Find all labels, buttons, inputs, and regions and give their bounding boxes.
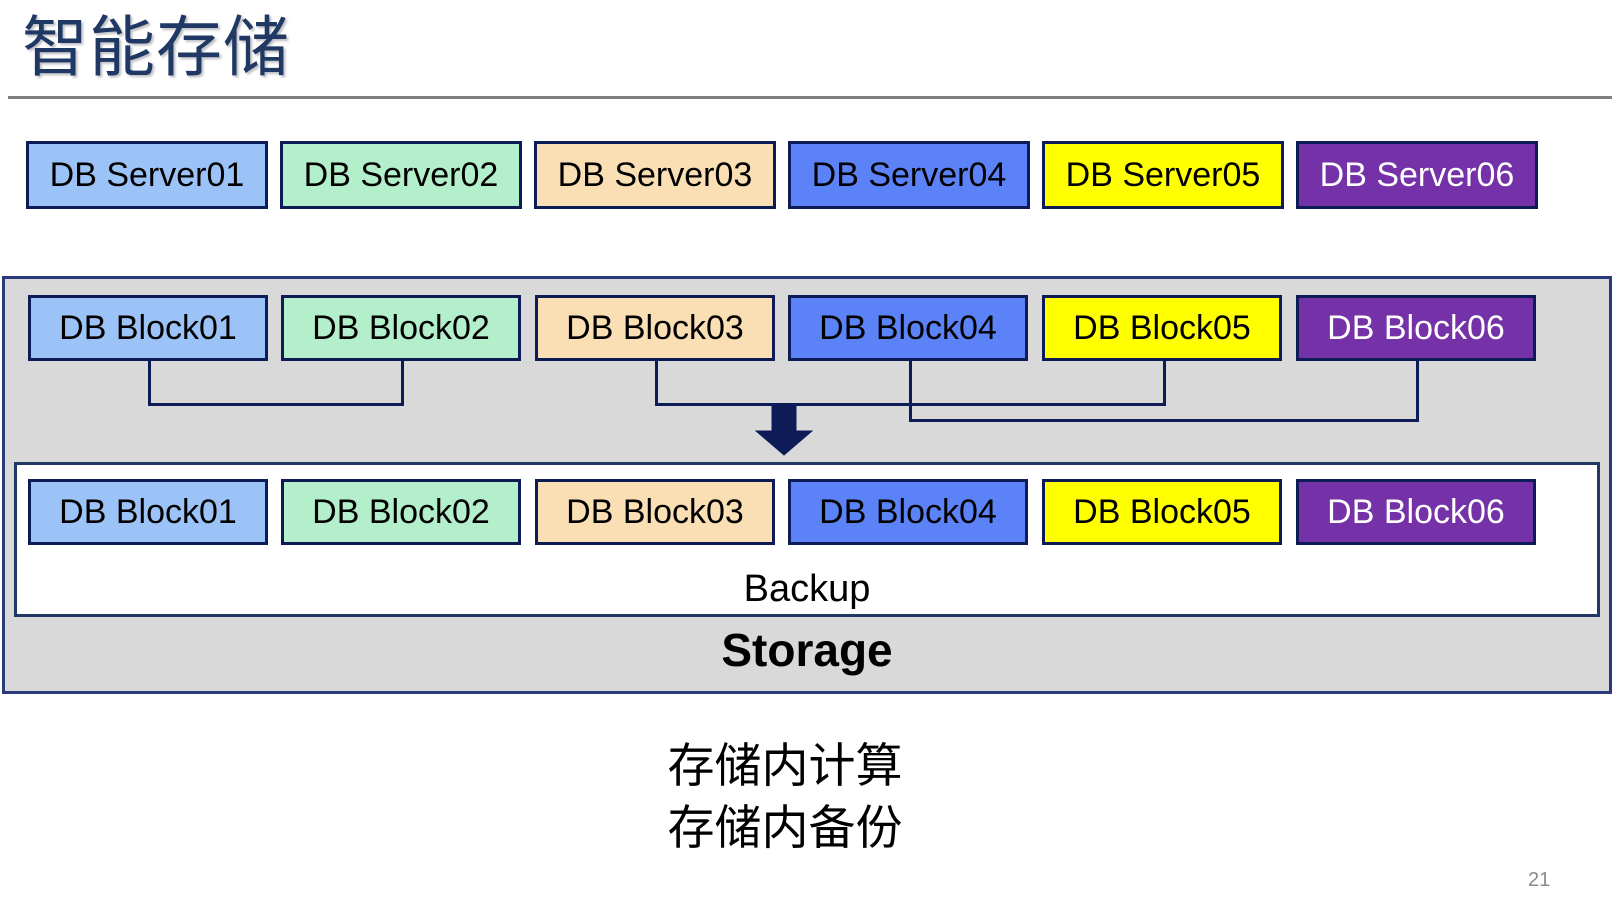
db-block-source-box-label: DB Block02 [312,309,490,347]
db-server-box-label: DB Server06 [1319,156,1515,194]
caption-line-1: 存储内计算 [667,739,903,792]
db-block-source-box-2[interactable]: DB Block02 [281,295,521,361]
db-block-backup-box-4[interactable]: DB Block04 [788,479,1028,545]
db-block-backup-box-3[interactable]: DB Block03 [535,479,775,545]
connector-block04-block06-right-stem [1416,361,1419,419]
db-block-backup-box-label: DB Block02 [312,493,490,531]
connector-block04-block06-left-stem [909,361,912,419]
db-block-backup-box-5[interactable]: DB Block05 [1042,479,1282,545]
db-block-source-box-6[interactable]: DB Block06 [1296,295,1536,361]
storage-label: Storage [721,624,893,676]
db-block-source-box-1[interactable]: DB Block01 [28,295,268,361]
slide-caption: 存储内计算存储内备份 [0,735,1570,859]
db-block-backup-box-2[interactable]: DB Block02 [281,479,521,545]
db-block-backup-box-1[interactable]: DB Block01 [28,479,268,545]
down-arrow-icon [755,406,813,456]
connector-block01-block02-span [148,403,404,406]
db-server-box-5[interactable]: DB Server05 [1042,141,1284,209]
db-server-box-label: DB Server03 [557,156,753,194]
db-server-box-3[interactable]: DB Server03 [534,141,776,209]
backup-label: Backup [743,568,871,610]
db-block-source-box-4[interactable]: DB Block04 [788,295,1028,361]
db-server-box-4[interactable]: DB Server04 [788,141,1030,209]
db-server-box-2[interactable]: DB Server02 [280,141,522,209]
db-server-box-6[interactable]: DB Server06 [1296,141,1538,209]
db-block-source-box-3[interactable]: DB Block03 [535,295,775,361]
page-number: 21 [1528,869,1551,891]
db-server-box-label: DB Server04 [811,156,1007,194]
db-block-backup-box-label: DB Block06 [1327,493,1505,531]
page-title: 智能存储 [22,10,290,84]
connector-block03-block05-left-stem [655,361,658,403]
db-server-box-label: DB Server01 [49,156,245,194]
db-block-backup-box-6[interactable]: DB Block06 [1296,479,1536,545]
db-block-source-box-label: DB Block05 [1073,309,1251,347]
db-block-source-box-label: DB Block06 [1327,309,1505,347]
connector-block03-block05-right-stem [1163,361,1166,403]
db-block-source-box-label: DB Block03 [566,309,744,347]
db-block-source-box-label: DB Block01 [59,309,237,347]
db-server-box-1[interactable]: DB Server01 [26,141,268,209]
connector-block01-block02-left-stem [148,361,151,403]
db-block-backup-box-label: DB Block05 [1073,493,1251,531]
db-block-backup-box-label: DB Block03 [566,493,744,531]
connector-block04-block06-span [909,419,1419,422]
db-server-box-label: DB Server05 [1065,156,1261,194]
db-block-backup-box-label: DB Block01 [59,493,237,531]
db-server-box-label: DB Server02 [303,156,499,194]
caption-line-2: 存储内备份 [667,801,903,854]
connector-block01-block02-right-stem [401,361,404,403]
title-divider [8,96,1612,99]
db-block-backup-box-label: DB Block04 [819,493,997,531]
db-block-source-box-label: DB Block04 [819,309,997,347]
db-block-source-box-5[interactable]: DB Block05 [1042,295,1282,361]
